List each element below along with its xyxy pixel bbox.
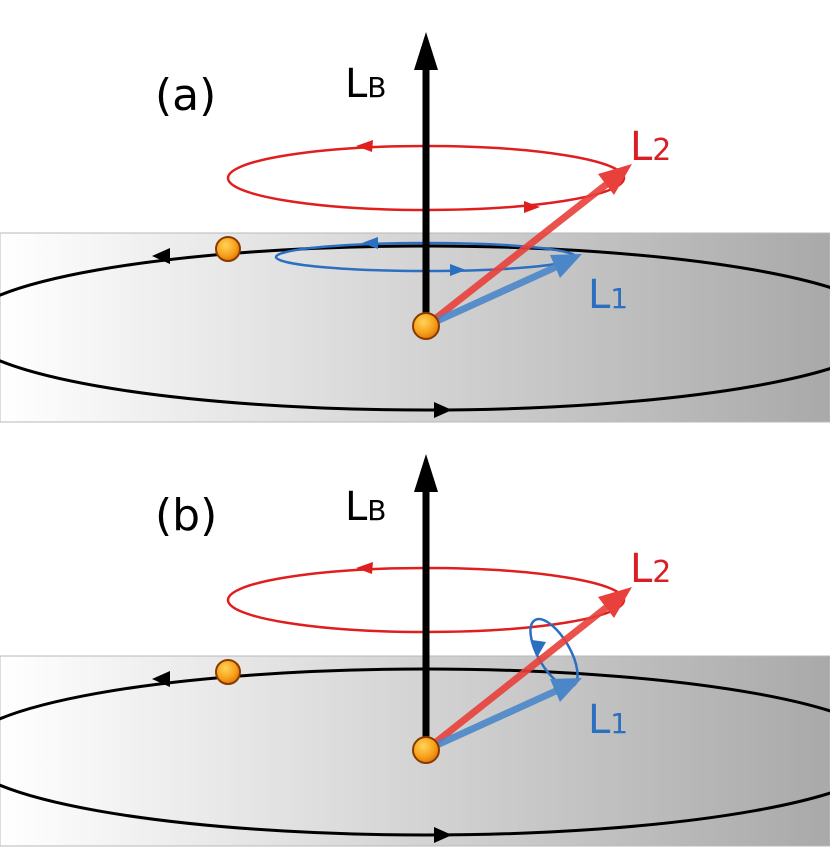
orbiting-body-icon (215, 236, 241, 262)
orbit-arrow-icon (434, 827, 452, 843)
vector-label-l2: L2 (630, 546, 671, 592)
inner-vector-l1 (424, 262, 560, 330)
inner-vector-l1 (424, 686, 560, 754)
arrowhead-icon (598, 164, 632, 195)
arrowhead-icon (532, 640, 546, 656)
vector-label-l2: L2 (630, 124, 671, 170)
arrowhead-icon (450, 264, 466, 276)
arrowhead-icon (524, 201, 540, 213)
arrowhead-icon (598, 587, 632, 618)
arrowhead-icon (414, 454, 438, 492)
outer-vector-l2 (423, 177, 615, 329)
outer-vector-l2 (423, 600, 615, 753)
arrowhead-icon (550, 254, 582, 278)
central-body-icon (412, 312, 440, 340)
orbiting-body-icon (215, 659, 241, 685)
vector-label-l1: L1 (588, 272, 628, 318)
panel-b: (b) LB L2 L1 (0, 454, 830, 847)
vector-label-lb: LB (345, 484, 387, 530)
panel-label: (a) (155, 70, 216, 121)
arrowhead-icon (356, 562, 373, 574)
arrowhead-icon (550, 678, 582, 702)
central-body-icon (412, 736, 440, 764)
arrowhead-icon (414, 32, 438, 70)
arrowhead-icon (356, 140, 373, 152)
orbit-arrow-icon (152, 671, 170, 687)
panel-label: (b) (155, 490, 217, 541)
orbit-arrow-icon (434, 402, 452, 418)
vector-label-lb: LB (345, 61, 387, 107)
vector-label-l1: L1 (588, 697, 628, 743)
arrowhead-icon (362, 237, 378, 249)
panel-a: (a) LB L2 L1 (0, 32, 830, 423)
orbit-arrow-icon (152, 248, 170, 264)
